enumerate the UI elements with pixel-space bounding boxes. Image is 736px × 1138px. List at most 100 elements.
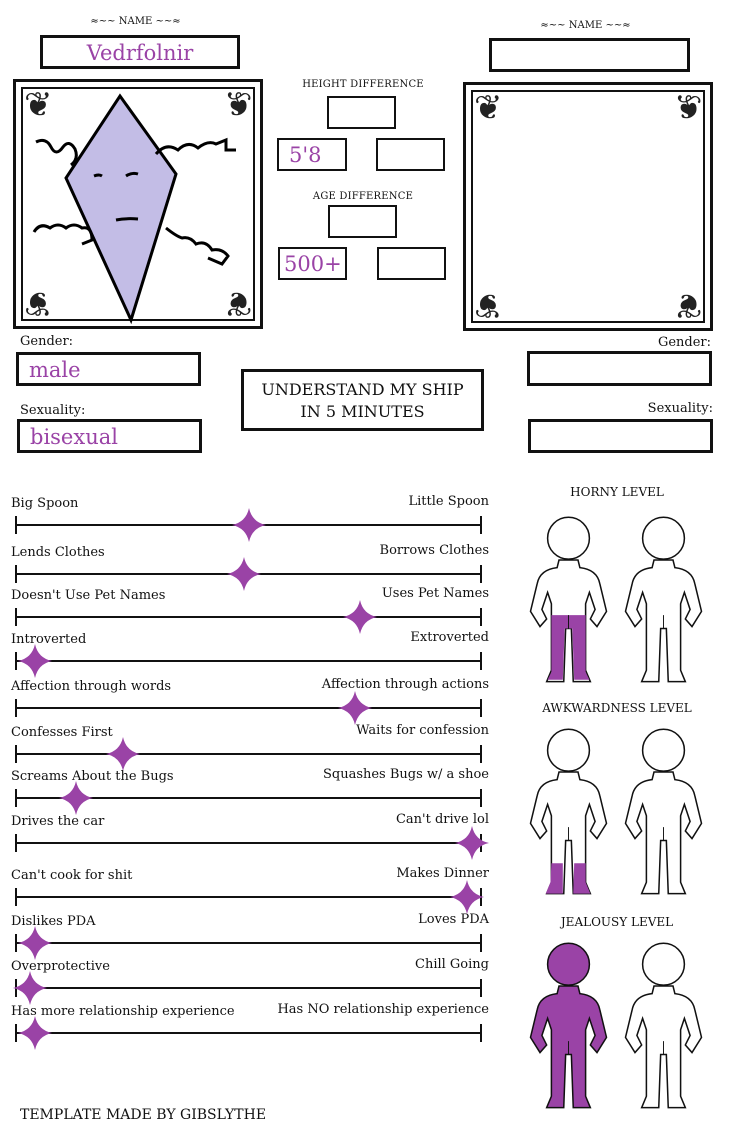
slider-track[interactable]: [16, 1032, 481, 1034]
slider-end-tick: [480, 745, 482, 763]
slider-end-tick: [480, 565, 482, 583]
slider-right-label: Affection through actions: [321, 677, 489, 692]
slider-end-tick: [15, 516, 17, 534]
footer-credit: TEMPLATE MADE BY GIBSLYTHE: [20, 1107, 267, 1123]
left-gender-label: Gender:: [20, 334, 74, 349]
corner-swirl-icon: ❦: [673, 88, 703, 128]
swirl-ornament-icon: ~~≈: [155, 16, 181, 27]
slider-star-marker-icon[interactable]: [17, 644, 52, 678]
slider-track[interactable]: [16, 660, 481, 662]
right-gender-field[interactable]: [527, 351, 712, 386]
slider-star-marker-icon[interactable]: [226, 557, 261, 591]
slider-end-tick: [480, 516, 482, 534]
person-figure: [521, 722, 616, 897]
slider-star-marker-icon[interactable]: [454, 826, 489, 860]
character-drawing: [32, 93, 236, 325]
slider-left-label: Big Spoon: [11, 496, 79, 511]
slider-left-label: Lends Clothes: [11, 545, 105, 560]
slider-end-tick: [15, 608, 17, 626]
slider-star-marker-icon[interactable]: [231, 508, 266, 542]
left-age-value: 500+: [284, 252, 342, 276]
slider-end-tick: [480, 652, 482, 670]
left-gender-field[interactable]: male: [16, 352, 201, 386]
swirl-ornament-icon: ~~≈: [605, 20, 631, 31]
slider-end-tick: [480, 1024, 482, 1042]
slider-left-label: Has more relationship experience: [11, 1004, 235, 1019]
slider-left-label: Affection through words: [11, 679, 172, 694]
slider-track[interactable]: [16, 942, 481, 944]
right-sexuality-label: Sexuality:: [647, 401, 713, 416]
left-sexuality-label: Sexuality:: [20, 403, 86, 418]
slider-track[interactable]: [16, 707, 481, 709]
slider-star-marker-icon[interactable]: [59, 781, 94, 815]
right-portrait-frame: ❦ ❦ ❦ ❦: [463, 82, 713, 331]
slider-star-marker-icon[interactable]: [105, 737, 140, 771]
slider-end-tick: [480, 979, 482, 997]
left-name-value: Vedrfolnir: [86, 41, 194, 65]
height-difference-field[interactable]: [327, 96, 396, 129]
level-title: AWKWARDNESS LEVEL: [542, 701, 692, 715]
left-age-field[interactable]: 500+: [278, 247, 347, 280]
right-sexuality-field[interactable]: [528, 419, 713, 453]
left-height-field[interactable]: 5'8: [277, 138, 347, 171]
slider-star-marker-icon[interactable]: [450, 880, 485, 914]
right-name-ornament: ≈~~ NAME ~~≈: [508, 20, 663, 31]
right-gender-label: Gender:: [657, 335, 711, 350]
title-line-2: IN 5 MINUTES: [300, 402, 425, 421]
left-gender-value: male: [29, 358, 81, 382]
age-difference-label: AGE DIFFERENCE: [312, 191, 414, 202]
left-name-field[interactable]: Vedrfolnir: [40, 35, 240, 69]
slider-star-marker-icon[interactable]: [12, 971, 47, 1005]
slider-track[interactable]: [16, 842, 481, 844]
slider-end-tick: [480, 699, 482, 717]
age-difference-field[interactable]: [328, 205, 397, 238]
slider-right-label: Extroverted: [410, 630, 489, 645]
corner-swirl-icon: ❦: [24, 85, 53, 125]
left-height-value: 5'8: [289, 143, 322, 167]
slider-track[interactable]: [16, 797, 481, 799]
slider-right-label: Little Spoon: [408, 494, 489, 509]
slider-star-marker-icon[interactable]: [338, 691, 373, 725]
person-figure: [616, 510, 711, 685]
slider-right-label: Borrows Clothes: [379, 543, 489, 558]
slider-end-tick: [15, 834, 17, 852]
slider-end-tick: [480, 934, 482, 952]
slider-left-label: Screams About the Bugs: [11, 769, 174, 784]
page-title: UNDERSTAND MY SHIP IN 5 MINUTES: [241, 369, 484, 431]
slider-left-label: Confesses First: [11, 725, 113, 740]
slider-track[interactable]: [16, 616, 481, 618]
right-height-field[interactable]: [376, 138, 445, 171]
slider-right-label: Chill Going: [415, 957, 489, 972]
person-figure: [521, 936, 616, 1111]
slider-end-tick: [15, 1024, 17, 1042]
slider-track[interactable]: [16, 896, 481, 898]
left-portrait-frame: ❦ ❦ ❦ ❦: [13, 79, 263, 329]
right-age-field[interactable]: [377, 247, 446, 280]
left-sexuality-field[interactable]: bisexual: [17, 419, 202, 453]
slider-star-marker-icon[interactable]: [17, 1016, 52, 1050]
slider-star-marker-icon[interactable]: [17, 926, 52, 960]
right-name-field[interactable]: [489, 38, 690, 72]
slider-track[interactable]: [16, 753, 481, 755]
swirl-ornament-icon: ≈~~: [540, 20, 566, 31]
slider-right-label: Can't drive lol: [395, 812, 489, 827]
slider-left-label: Dislikes PDA: [11, 914, 96, 929]
slider-track[interactable]: [16, 987, 481, 989]
slider-end-tick: [15, 745, 17, 763]
title-line-1: UNDERSTAND MY SHIP: [261, 380, 464, 399]
slider-right-label: Uses Pet Names: [381, 586, 489, 601]
right-name-label: NAME: [568, 20, 603, 31]
height-difference-label: HEIGHT DIFFERENCE: [302, 79, 424, 90]
person-figure: [616, 722, 711, 897]
level-title: JEALOUSY LEVEL: [560, 915, 674, 929]
corner-swirl-icon: ❦: [474, 285, 503, 325]
level-title: HORNY LEVEL: [570, 485, 664, 499]
left-sexuality-value: bisexual: [30, 425, 118, 449]
slider-end-tick: [480, 789, 482, 807]
slider-star-marker-icon[interactable]: [343, 600, 378, 634]
slider-left-label: Drives the car: [11, 814, 105, 829]
slider-end-tick: [15, 934, 17, 952]
person-figure: [521, 510, 616, 685]
slider-left-label: Overprotective: [11, 959, 110, 974]
slider-right-label: Makes Dinner: [396, 866, 489, 881]
